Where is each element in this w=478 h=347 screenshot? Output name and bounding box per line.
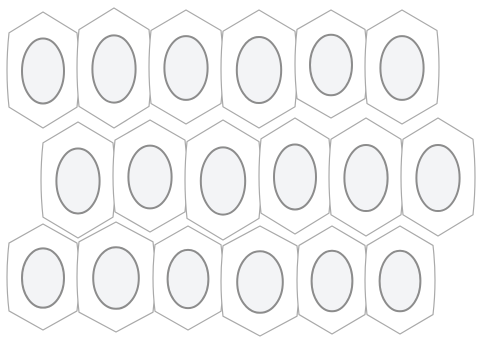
cell-nucleus — [56, 149, 99, 214]
cell — [401, 118, 475, 236]
cell-nucleus — [168, 250, 209, 308]
cell — [149, 10, 223, 124]
cell — [153, 226, 223, 330]
cell — [295, 10, 367, 118]
cell-nucleus — [312, 251, 353, 311]
cell — [221, 10, 297, 128]
cell — [113, 120, 187, 232]
cell — [221, 226, 299, 336]
cell — [41, 122, 115, 238]
cell — [7, 224, 79, 330]
cell-nucleus — [22, 248, 64, 307]
cell — [185, 120, 261, 240]
cell-nucleus — [201, 147, 245, 214]
cell — [365, 10, 439, 124]
cell — [329, 118, 403, 236]
cell-grid — [7, 8, 475, 336]
cell-nucleus — [310, 35, 352, 95]
cell-nucleus — [274, 145, 316, 210]
cell — [259, 118, 331, 234]
cell — [7, 12, 79, 128]
cell-nucleus — [344, 145, 387, 211]
cell-nucleus — [92, 35, 135, 102]
cell-nucleus — [22, 39, 64, 104]
cell-nucleus — [164, 36, 207, 100]
cell-nucleus — [128, 146, 171, 209]
cell-nucleus — [237, 251, 283, 313]
cell-nucleus — [237, 37, 281, 103]
cell — [365, 226, 435, 334]
cell — [77, 8, 151, 128]
cell-nucleus — [93, 247, 139, 309]
cell — [77, 222, 155, 332]
cell-nucleus — [380, 36, 423, 100]
cell — [297, 226, 367, 334]
cell-nucleus — [380, 251, 421, 311]
cell-nucleus — [416, 145, 459, 211]
